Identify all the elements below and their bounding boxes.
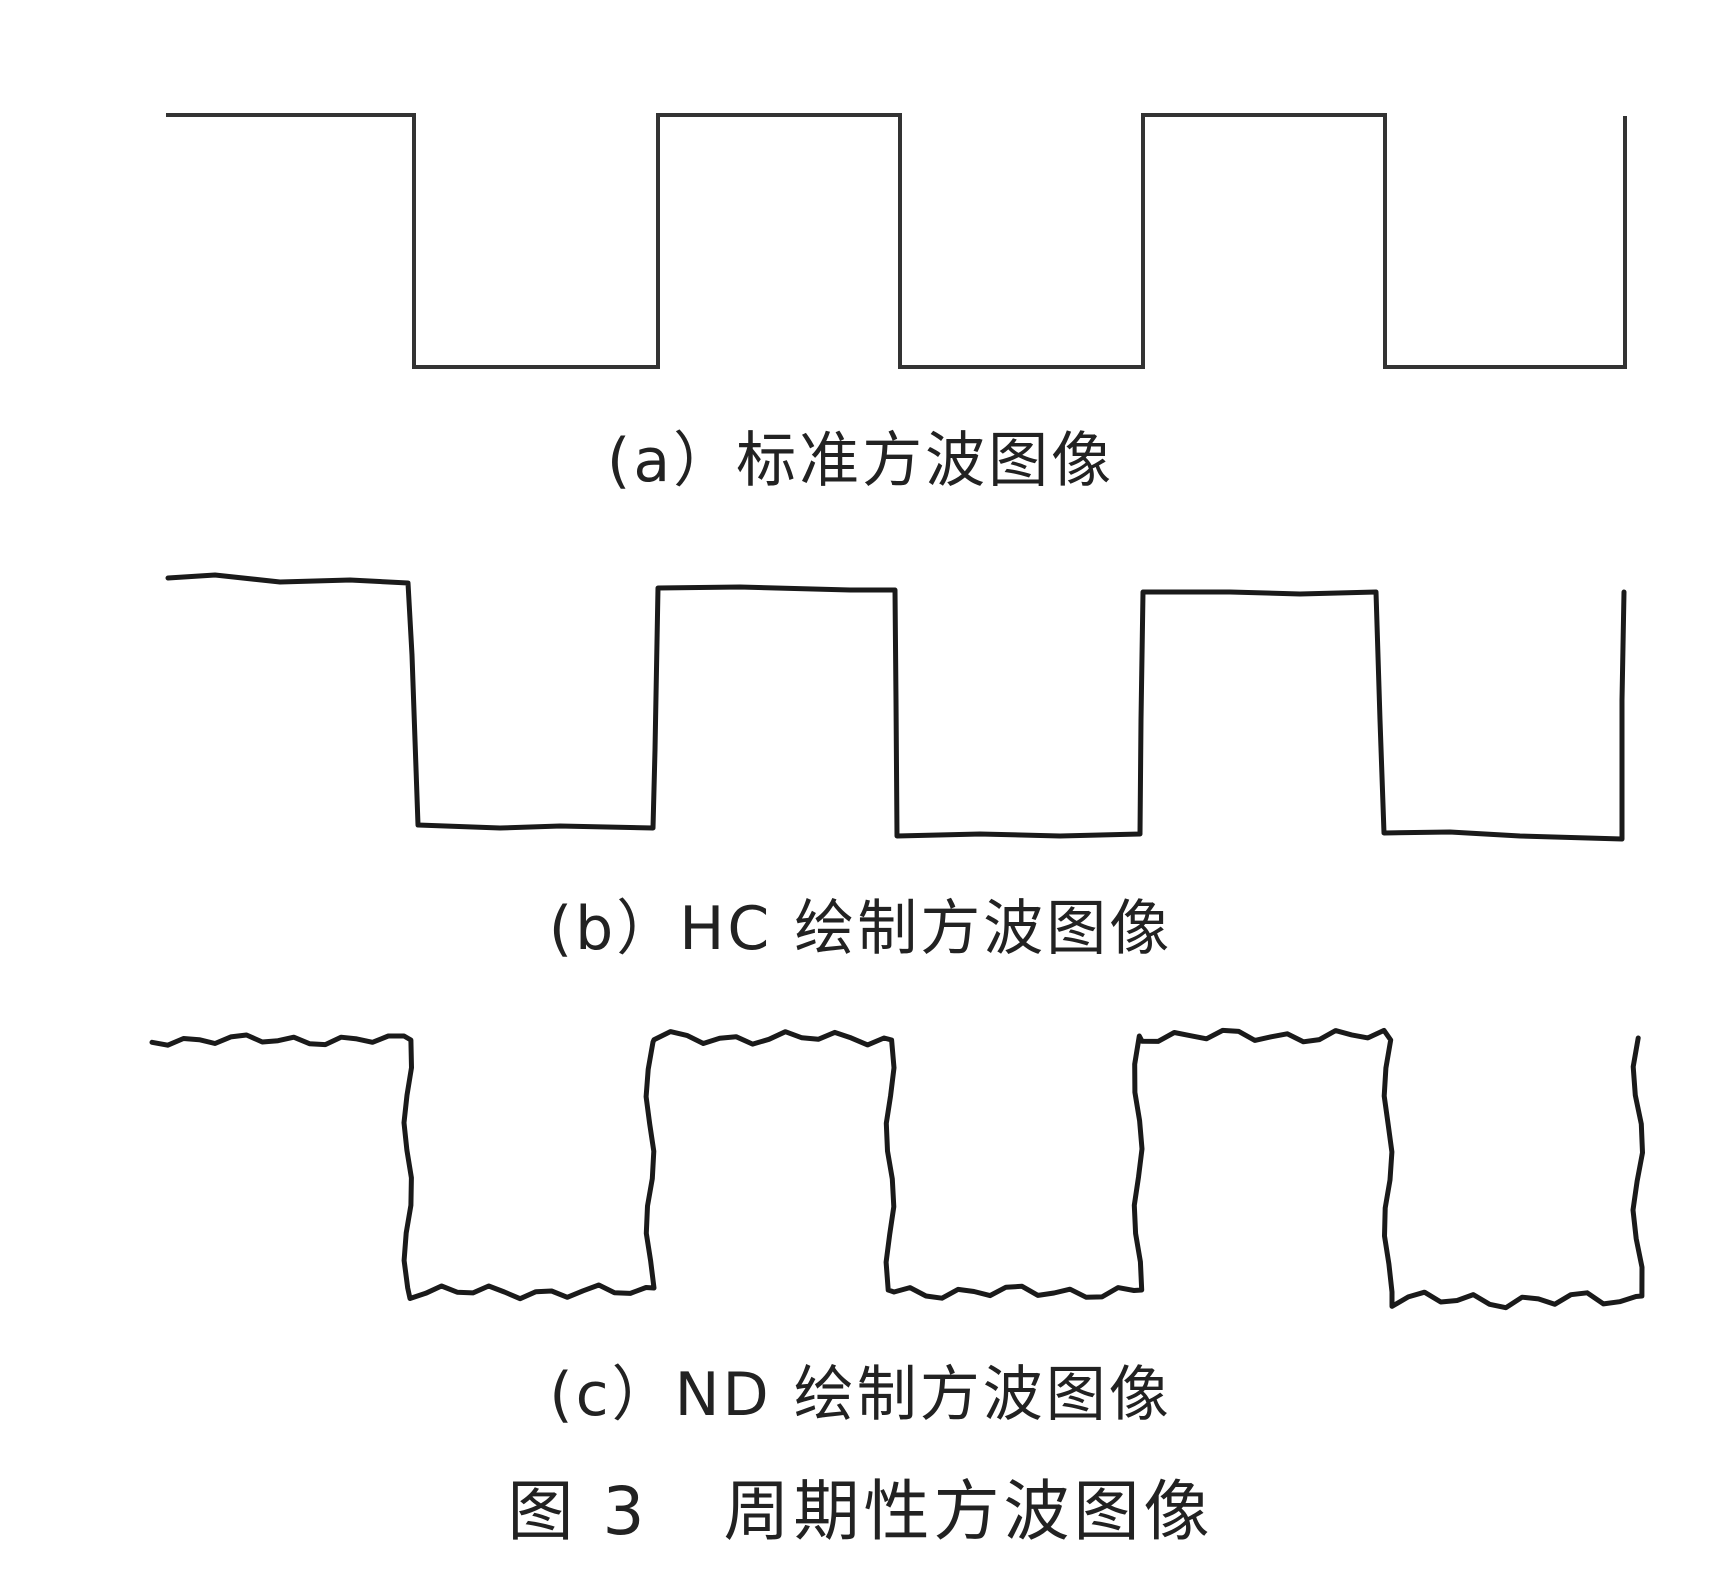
caption-standard-square-wave: (a）标准方波图像 [606, 426, 1115, 496]
standard-square-wave [166, 113, 1627, 369]
hc-drawn-square-wave [165, 572, 1627, 842]
caption-nd-drawn-square-wave: (c）ND 绘制方波图像 [549, 1360, 1172, 1430]
figure-caption: 图 3 周期性方波图像 [507, 1473, 1214, 1550]
nd-drawn-square-wave [149, 1027, 1645, 1311]
caption-hc-drawn-square-wave: (b）HC 绘制方波图像 [548, 894, 1173, 964]
